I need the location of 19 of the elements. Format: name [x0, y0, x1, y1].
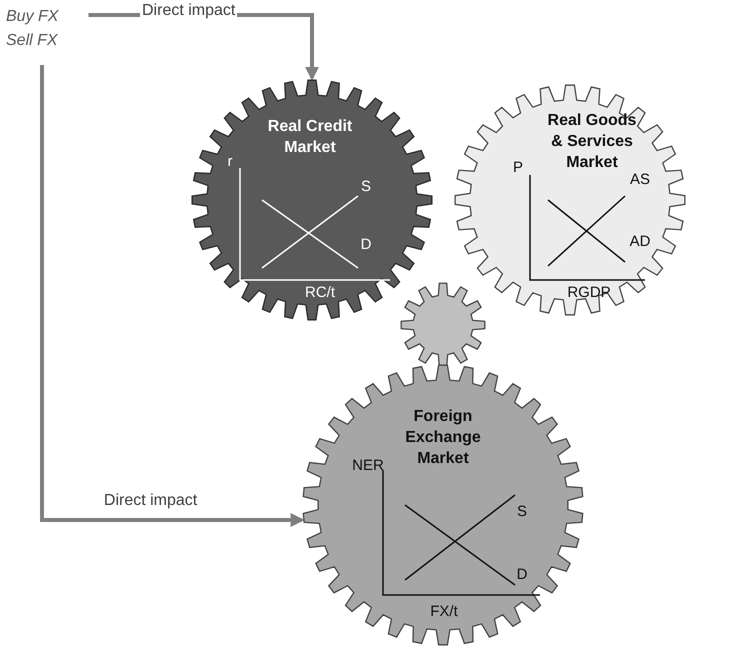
axis-label: FX/t [430, 603, 458, 621]
axis-label: RGDP [567, 284, 611, 302]
axis-label: NER [352, 457, 384, 475]
axis-label: P [513, 159, 523, 177]
market-title: Real Goods & Services Market [546, 111, 638, 173]
text-note: Buy FX [6, 7, 58, 27]
arrow [40, 65, 305, 527]
curve-label: D [360, 236, 372, 254]
curve-label: AS [630, 171, 650, 189]
curve-label: S [361, 178, 371, 196]
curve-label: AD [630, 233, 650, 251]
market-title: Foreign Exchange Market [404, 407, 482, 469]
text-note: Sell FX [6, 31, 58, 51]
curve-label: S [517, 503, 527, 521]
axis-label: r [228, 153, 232, 171]
market-title: Real Credit Market [266, 117, 354, 158]
curve-label: D [516, 566, 528, 584]
axis-label: RC/t [305, 284, 335, 302]
edge-label: Direct impact [140, 2, 238, 20]
